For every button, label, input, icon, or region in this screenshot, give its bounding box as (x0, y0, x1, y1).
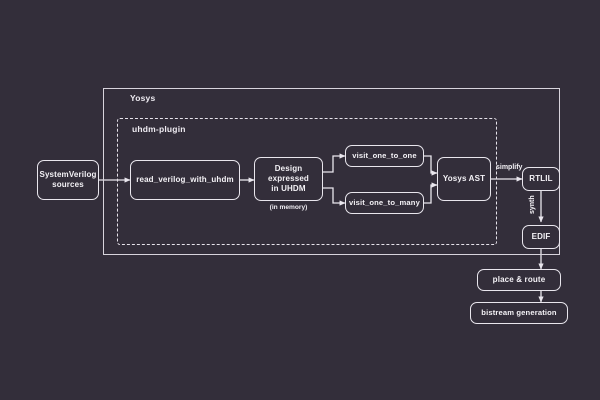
node-visit-one-to-many[interactable]: visit_one_to_many (345, 192, 424, 214)
node-label-read-verilog-with-uhdm: read_verilog_with_uhdm (136, 175, 234, 184)
node-bitstream-generation[interactable]: bistream generation (470, 302, 568, 324)
node-place-and-route[interactable]: place & route (477, 269, 561, 291)
node-edif[interactable]: EDIF (522, 225, 560, 249)
caption-in-memory: (in memory) (269, 204, 308, 211)
group-label-uhdm-plugin: uhdm-plugin (132, 124, 186, 134)
edge-visitmany-to-ast (424, 182, 438, 204)
edge-visitone-to-ast (424, 155, 438, 176)
node-label-yosys-ast: Yosys AST (442, 174, 486, 183)
group-label-yosys: Yosys (130, 93, 156, 103)
node-label-visit-one-to-one: visit_one_to_one (352, 151, 417, 161)
node-label-edif: EDIF (531, 232, 551, 241)
node-yosys-ast[interactable]: Yosys AST (437, 157, 491, 201)
edge-design-to-visitone (323, 153, 346, 173)
node-read-verilog-with-uhdm[interactable]: read_verilog_with_uhdm (130, 160, 240, 200)
node-systemverilog-sources[interactable]: SystemVerilog sources (37, 160, 99, 200)
node-label-rtlil: RTLIL (529, 174, 553, 183)
node-label-bitstream-generation: bistream generation (481, 308, 557, 318)
node-label-systemverilog-sources: SystemVerilog sources (39, 170, 97, 189)
group-frame-uhdm-plugin (117, 118, 497, 245)
node-label-place-and-route: place & route (492, 275, 546, 284)
edge-label-synth: synth (529, 195, 536, 214)
node-label-visit-one-to-many: visit_one_to_many (349, 198, 420, 208)
node-visit-one-to-one[interactable]: visit_one_to_one (345, 145, 424, 167)
node-design-expressed-in-uhdm[interactable]: Design expressed in UHDM (254, 157, 323, 201)
edge-label-simplify: simplify (496, 164, 523, 171)
node-label-design-expressed-in-uhdm: Design expressed in UHDM (268, 164, 309, 193)
node-rtlil[interactable]: RTLIL (522, 167, 560, 191)
edge-design-to-visitmany (323, 187, 346, 206)
